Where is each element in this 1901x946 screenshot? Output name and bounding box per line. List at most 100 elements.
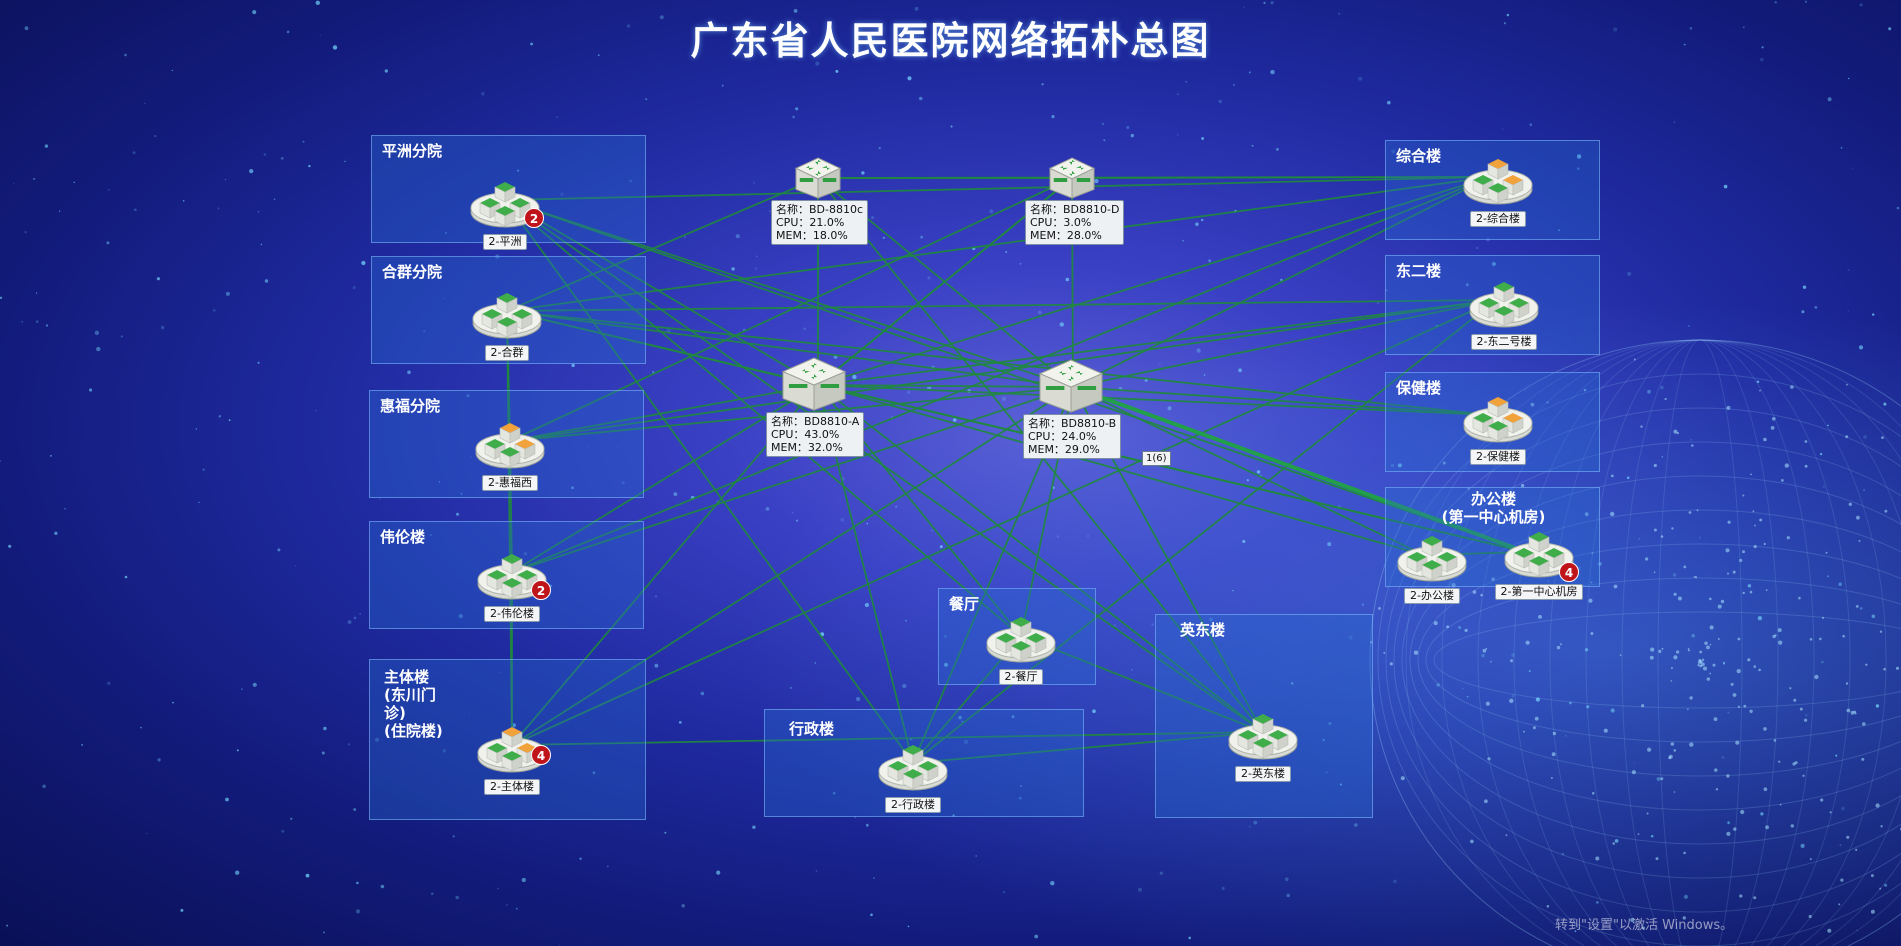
star-dot [1126,126,1130,129]
core-switch-bd8810a[interactable]: 名称：BD8810-A CPU：43.0% MEM：32.0% [766,356,865,457]
star-dot [769,210,771,212]
node-canting[interactable]: 2-餐厅 [976,607,1066,685]
star-dot [1196,348,1201,353]
globe-dot [1673,749,1677,752]
star-dot [21,321,23,323]
group-label: 英东楼 [1180,621,1226,639]
star-dot [1059,322,1065,327]
switch-icon [477,554,547,600]
globe-dot [1389,662,1393,666]
star-dot [1092,709,1096,713]
star-dot [795,107,799,111]
globe-dot [1714,768,1718,772]
star-dot [571,486,574,490]
star-dot [871,216,874,219]
star-dot [1094,179,1099,184]
star-dot [789,686,792,689]
link-A-bangong [817,384,1425,556]
star-dot [1462,688,1464,690]
globe-dot [1732,570,1736,574]
star-dot [1203,374,1206,376]
link-B-zonghe [1072,176,1491,388]
node-zhuti[interactable]: 4 2-主体楼 [467,717,557,795]
group-label: 餐厅 [949,595,980,613]
star-dot [1888,27,1892,31]
core-switch-bd8810b[interactable]: 名称：BD8810-B CPU：24.0% MEM：29.0% [1023,358,1122,459]
group-label: 主体楼 (东川门 诊) (住院楼) [384,668,443,740]
node-weilun[interactable]: 2 2-伟伦楼 [467,544,557,622]
globe-arc [1433,611,1901,709]
globe-dot [1856,515,1860,520]
globe-dot [1842,634,1845,638]
star-dot [236,749,239,752]
globe-dot [1699,660,1703,663]
link-count-tag[interactable]: 1(6) [1142,451,1171,466]
star-dot [1839,844,1842,847]
globe-dot [1845,682,1849,685]
node-bangong[interactable]: 2-办公楼 [1387,526,1477,604]
star-dot [1819,452,1823,456]
star-dot [391,669,393,671]
globe-dot [1747,658,1751,662]
globe-dot [1530,402,1535,407]
star-dot [1238,368,1242,373]
core-switch-bd8810d[interactable]: 名称：BD8810-D CPU：3.0% MEM：28.0% [1025,156,1125,245]
globe-dot [1763,437,1767,442]
link-A-zonghe [817,176,1491,386]
globe-dot [1763,787,1768,791]
star-dot [1683,43,1686,46]
star-dot [731,267,735,271]
star-dot [423,330,426,333]
star-dot [1246,479,1249,482]
star-dot [556,116,558,118]
node-label: 2-综合楼 [1470,211,1526,227]
star-dot [1481,653,1485,658]
switch-icon [1228,714,1298,760]
core-switch-bd8810c[interactable]: 名称：BD-8810c CPU：21.0% MEM：18.0% [771,156,869,245]
globe-dot [1798,596,1801,600]
node-zonghe[interactable]: 2-综合楼 [1453,149,1543,227]
switch-icon [986,617,1056,663]
globe-dot [1742,494,1745,497]
star-dot [481,92,485,96]
globe-dot [1825,551,1828,554]
star-dot [344,160,346,163]
node-jifang[interactable]: 4 2-第一中心机房 [1489,522,1589,600]
node-pingzhou[interactable]: 2 2-平洲 [460,172,550,250]
globe-dot [1742,550,1745,554]
node-xingzheng[interactable]: 2-行政楼 [868,735,958,813]
node-baojian[interactable]: 2-保健楼 [1453,387,1543,465]
star-dot [905,619,907,622]
node-yingdong[interactable]: 2-英东楼 [1218,704,1308,782]
star-dot [353,808,357,811]
star-dot [1627,271,1632,276]
star-dot [281,829,285,833]
star-dot [1511,694,1515,698]
star-dot [865,823,869,827]
star-dot [24,26,29,31]
star-dot [1884,883,1888,887]
star-dot [228,419,231,422]
node-dongerlou[interactable]: 2-东二号楼 [1459,272,1549,350]
globe-dot [1482,648,1487,653]
star-dot [1390,463,1394,468]
star-dot [617,445,619,447]
globe-dot [1845,435,1849,439]
star-dot [882,236,885,239]
star-dot [1221,886,1225,891]
node-huifu[interactable]: 2-惠福西 [465,413,555,491]
globe-dot [1862,722,1866,726]
link-A-jifang [817,384,1527,553]
star-dot [308,164,311,168]
globe-dot [1552,731,1557,736]
node-hequn[interactable]: 2-合群 [462,283,552,361]
globe-dot [1881,436,1884,439]
star-dot [753,182,755,184]
star-dot [1698,536,1701,539]
star-dot [1650,834,1654,838]
globe-dot [1865,663,1868,666]
star-dot [1050,881,1055,886]
star-dot [264,279,269,283]
star-dot [225,797,229,802]
switch-name: 名称：BD-8810c [776,203,864,216]
